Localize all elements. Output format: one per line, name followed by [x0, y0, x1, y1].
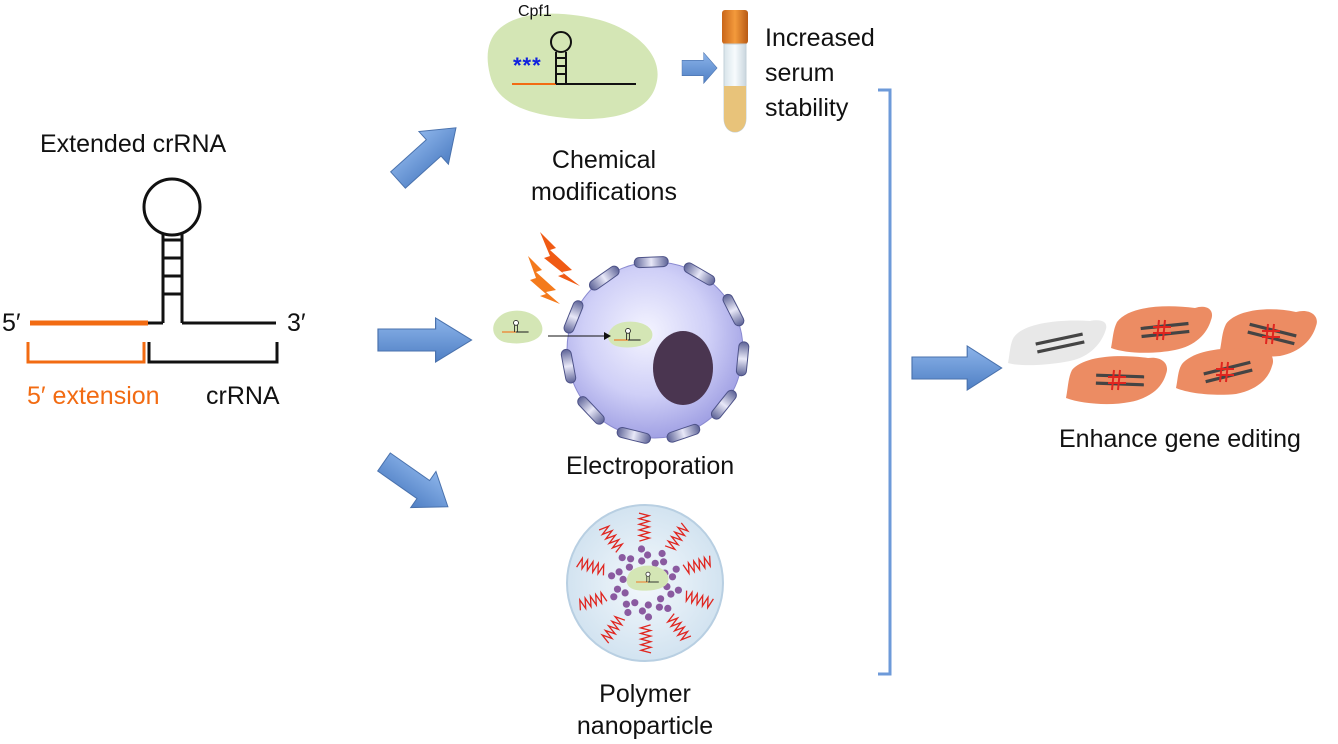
- polymer-strand: [638, 624, 654, 654]
- membrane-pore: [683, 262, 716, 286]
- edited-cell-icon: [1066, 356, 1168, 405]
- polymer-strand: [598, 524, 625, 553]
- cpf1-complex: [487, 13, 658, 120]
- arrow-icon: [370, 443, 462, 526]
- edited-cell-icon: [1220, 309, 1317, 357]
- polymer-strand: [579, 590, 608, 611]
- polymer-bead: [638, 557, 646, 565]
- polymer-bead: [668, 573, 677, 581]
- polymer-bead: [619, 575, 627, 584]
- polymer-bead: [674, 586, 683, 594]
- polymer-bead: [667, 590, 675, 598]
- membrane-pore: [560, 348, 577, 384]
- polymer-label-line2: nanoparticle: [576, 712, 714, 740]
- polymer-bead: [625, 563, 634, 571]
- five-prime-label: 5′: [2, 309, 21, 337]
- serum-label-line2: serum: [765, 59, 835, 87]
- cpf1-protein-blob: [487, 13, 658, 120]
- polymer-label-line1: Polymer: [599, 680, 691, 708]
- polymer-bead: [615, 568, 623, 576]
- lightning-icon: [528, 232, 580, 304]
- outcome-bracket: [878, 88, 892, 676]
- stem-rungs: [163, 238, 182, 296]
- chemical-label-line2: modifications: [531, 178, 677, 206]
- polymer-bead: [660, 558, 668, 566]
- membrane-pore: [588, 265, 620, 291]
- test-tube-icon: [722, 10, 748, 133]
- membrane-pore: [577, 396, 605, 425]
- polymer-bead: [627, 555, 635, 563]
- three-prime-label: 3′: [287, 309, 306, 337]
- arrow-icon: [382, 110, 472, 197]
- arrow-icon: [681, 52, 718, 84]
- membrane-pore: [666, 423, 701, 443]
- membrane-pore: [616, 427, 651, 444]
- extended-crrna-label: Extended crRNA: [40, 130, 227, 158]
- extension-label: 5′ extension: [27, 382, 160, 410]
- polymer-bead: [618, 554, 626, 562]
- polymer-bead: [622, 600, 631, 608]
- chemical-label-line1: Chemical: [551, 146, 657, 174]
- nanoparticle-icon: [566, 504, 724, 662]
- polymer-bead: [621, 589, 629, 597]
- polymer-bead: [644, 613, 653, 621]
- edited-cell-icon: [1008, 320, 1107, 366]
- serum-label-line1: Increased: [765, 24, 875, 52]
- modification-stars: ***: [513, 53, 542, 78]
- crrna-bracket: [147, 342, 279, 364]
- hairpin-loop: [142, 177, 202, 237]
- polymer-bead: [658, 549, 666, 558]
- polymer-bead: [610, 593, 618, 601]
- polymer-bead: [613, 585, 622, 593]
- edited-cell-icon: [1111, 306, 1213, 353]
- polymer-bead: [637, 545, 646, 553]
- polymer-strand: [664, 522, 690, 551]
- membrane-pores: [560, 256, 750, 444]
- enhance-label: Enhance gene editing: [1059, 425, 1301, 453]
- cpf1-outside-cell: [493, 310, 543, 344]
- polymer-bead: [672, 565, 680, 573]
- polymer-strand: [600, 615, 626, 644]
- polymer-bead: [664, 604, 672, 613]
- polymer-strand: [576, 556, 605, 576]
- cpf1-label: Cpf1: [518, 3, 552, 20]
- serum-label-line3: stability: [765, 94, 849, 122]
- nucleus: [653, 331, 713, 405]
- polymer-bead: [651, 559, 659, 567]
- polymer-strand: [685, 590, 714, 610]
- polymer-bead: [608, 572, 616, 580]
- cpf1-inside-cell: [607, 321, 653, 348]
- polymer-bead: [657, 595, 665, 603]
- electroporation-label: Electroporation: [566, 452, 735, 480]
- polymer-strand: [636, 512, 652, 542]
- polymer-bead: [644, 601, 652, 609]
- membrane-pore: [563, 300, 584, 334]
- arrow-icon: [377, 317, 473, 363]
- membrane-pore: [735, 341, 750, 377]
- crrna-label: crRNA: [206, 382, 280, 410]
- polymer-bead: [655, 603, 664, 611]
- polymer-bead: [644, 551, 652, 559]
- membrane-pore: [722, 293, 745, 327]
- extended-crrna-structure: [26, 177, 279, 364]
- extension-bracket: [26, 342, 146, 364]
- polymer-bead: [631, 599, 639, 607]
- polymer-strand: [665, 613, 692, 642]
- polymer-strand: [682, 555, 711, 576]
- arrow-icon: [911, 345, 1003, 391]
- cell-icon: [548, 256, 750, 444]
- edited-cell-icon: [1176, 348, 1274, 395]
- polymer-bead: [638, 607, 647, 615]
- polymer-bead: [624, 608, 632, 617]
- membrane-pore: [633, 256, 669, 269]
- membrane-pore: [710, 389, 737, 420]
